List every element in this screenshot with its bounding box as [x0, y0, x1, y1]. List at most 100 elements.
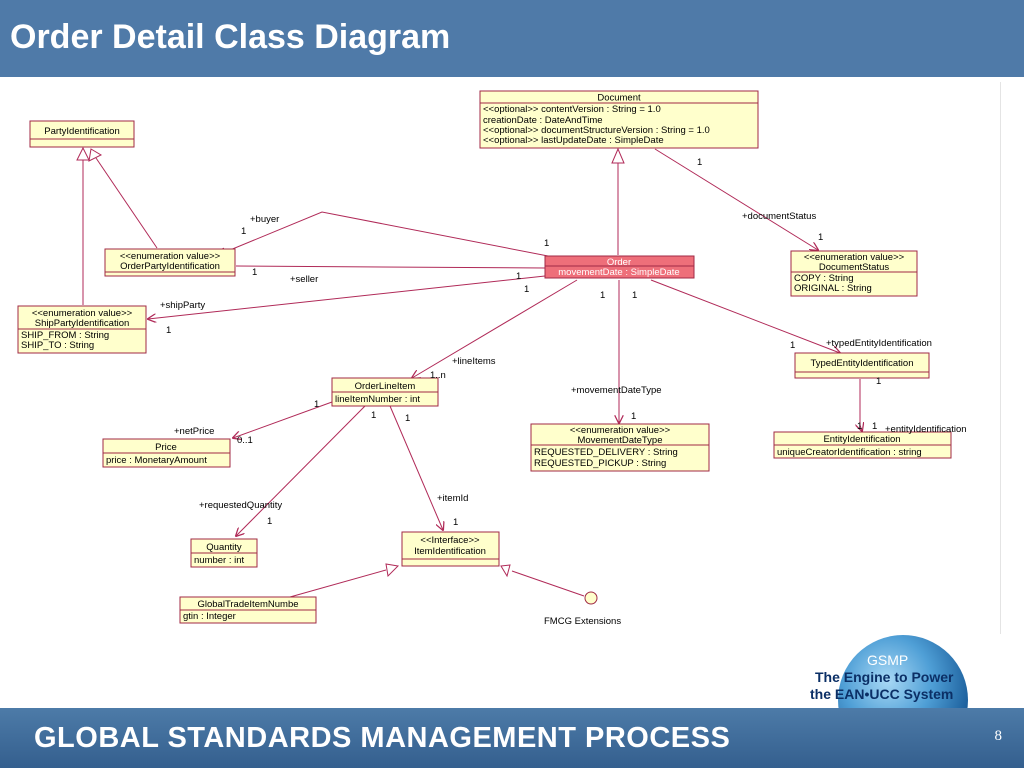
class-attribute: <<optional>> contentVersion : String = 1…: [483, 104, 661, 115]
multiplicity: 1: [790, 340, 795, 351]
role-label: +requestedQuantity: [199, 500, 282, 511]
class-name: Order: [607, 257, 631, 268]
class-stereotype: <<Interface>>: [420, 535, 480, 546]
class-name: Document: [597, 93, 641, 104]
multiplicity: 1: [872, 421, 877, 432]
association-document-status: [654, 148, 818, 250]
class-attribute: gtin : Integer: [183, 611, 236, 622]
multiplicity: 1..n: [430, 370, 446, 381]
logo-line-1: GSMP: [867, 652, 909, 668]
class-name: TypedEntityIdentification: [811, 358, 914, 369]
class-attribute: <<optional>> lastUpdateDate : SimpleDate: [483, 135, 664, 146]
multiplicity: 1: [371, 410, 376, 421]
document-class: [479, 90, 759, 149]
class-attribute: uniqueCreatorIdentification : string: [777, 447, 922, 458]
role-label: +lineItems: [452, 356, 496, 367]
class-attribute: SHIP_FROM : String: [21, 330, 109, 341]
class-attribute: price : MonetaryAmount: [106, 455, 207, 466]
multiplicity: 1: [241, 226, 246, 237]
association-ship-party: [148, 275, 546, 319]
generalization-arrowhead: [500, 564, 511, 578]
class-attribute: movementDate : SimpleDate: [558, 267, 679, 278]
class-attribute: SHIP_TO : String: [21, 340, 94, 351]
multiplicity: 1: [600, 290, 605, 301]
multiplicity: 1: [453, 517, 458, 528]
typed-entity-identification-class: [794, 352, 930, 379]
footer-title: GLOBAL STANDARDS MANAGEMENT PROCESS: [34, 722, 731, 754]
role-label: +seller: [290, 274, 318, 285]
association-requested-quantity: [236, 405, 366, 536]
movement-date-type-class: [530, 423, 710, 472]
association-seller: [235, 265, 546, 269]
multiplicity: 1: [524, 284, 529, 295]
multiplicity: 1: [252, 267, 257, 278]
document-status-class: [790, 250, 918, 297]
class-attribute: lineItemNumber : int: [335, 394, 420, 405]
multiplicity: 1: [697, 157, 702, 168]
association-entity-identification: [860, 379, 862, 431]
role-label: +movementDateType: [571, 385, 662, 396]
role-label: +typedEntityIdentification: [826, 338, 932, 349]
class-name: MovementDateType: [577, 435, 662, 446]
association-net-price: [233, 401, 333, 438]
class-name: ShipPartyIdentification: [35, 318, 130, 329]
class-attribute: number : int: [194, 555, 245, 566]
class-diagram: Document <<optional>> contentVersion : S…: [17, 90, 967, 627]
logo-line-3: the EAN•UCC System: [810, 686, 954, 702]
fmcg-interface-circle: [584, 591, 598, 605]
multiplicity: 1: [876, 376, 881, 387]
role-label: +netPrice: [174, 426, 214, 437]
generalization-arrowhead: [385, 563, 400, 578]
multiplicity: 1: [544, 238, 549, 249]
multiplicity: 1: [632, 290, 637, 301]
class-name: OrderLineItem: [355, 381, 416, 392]
class-name: DocumentStatus: [819, 262, 889, 273]
class-attribute: ORIGINAL : String: [794, 283, 872, 294]
role-label: +entityIdentification: [885, 424, 967, 435]
page-number: 8: [994, 728, 1003, 744]
multiplicity: 1: [857, 421, 862, 432]
class-stereotype: <<enumeration value>>: [570, 425, 671, 436]
role-label: +documentStatus: [742, 211, 816, 222]
multiplicity: 1: [405, 413, 410, 424]
class-attribute: REQUESTED_DELIVERY : String: [534, 447, 678, 458]
association-buyer: [218, 211, 549, 256]
multiplicity: 0..1: [237, 435, 253, 446]
multiplicity: 1: [267, 516, 272, 527]
class-name: Price: [155, 442, 177, 453]
realization-fmcg-item: [511, 570, 585, 597]
party-identification-class: [29, 120, 135, 148]
class-name: Quantity: [206, 542, 242, 553]
class-stereotype: <<enumeration value>>: [32, 308, 133, 319]
generalization-arrowhead: [88, 148, 103, 162]
generalization-arrowhead: [611, 147, 625, 164]
role-label: +buyer: [250, 214, 279, 225]
generalization-gtin-item: [289, 569, 387, 598]
class-attribute: <<optional>> documentStructureVersion : …: [483, 125, 710, 136]
class-stereotype: <<enumeration value>>: [120, 251, 221, 262]
class-attribute: creationDate : DateAndTime: [483, 115, 603, 126]
class-name: OrderPartyIdentification: [120, 261, 220, 272]
class-attribute: COPY : String: [794, 273, 854, 284]
class-name: PartyIdentification: [44, 126, 120, 137]
generalization-orderparty-party: [95, 157, 158, 249]
multiplicity: 1: [631, 411, 636, 422]
slide-footer: GLOBAL STANDARDS MANAGEMENT PROCESS 8: [0, 708, 1024, 768]
class-name: ItemIdentification: [414, 546, 486, 557]
class-name: EntityIdentification: [823, 434, 900, 445]
multiplicity: 1: [314, 399, 319, 410]
class-name: GlobalTradeItemNumbe: [197, 599, 298, 610]
item-identification-class: [401, 531, 500, 567]
class-diagram-canvas: Document <<optional>> contentVersion : S…: [0, 82, 1001, 634]
multiplicity: 1: [818, 232, 823, 243]
role-label: +shipParty: [160, 300, 205, 311]
association-line-items: [412, 279, 578, 378]
slide-title: Order Detail Class Diagram: [10, 18, 451, 56]
logo-line-2: The Engine to Power: [815, 669, 954, 685]
class-stereotype: <<enumeration value>>: [804, 252, 905, 263]
fmcg-extensions-label: FMCG Extensions: [544, 616, 621, 627]
slide-header: Order Detail Class Diagram: [0, 0, 1024, 77]
role-label: +itemId: [437, 493, 468, 504]
class-attribute: REQUESTED_PICKUP : String: [534, 458, 666, 469]
multiplicity: 1: [516, 271, 521, 282]
